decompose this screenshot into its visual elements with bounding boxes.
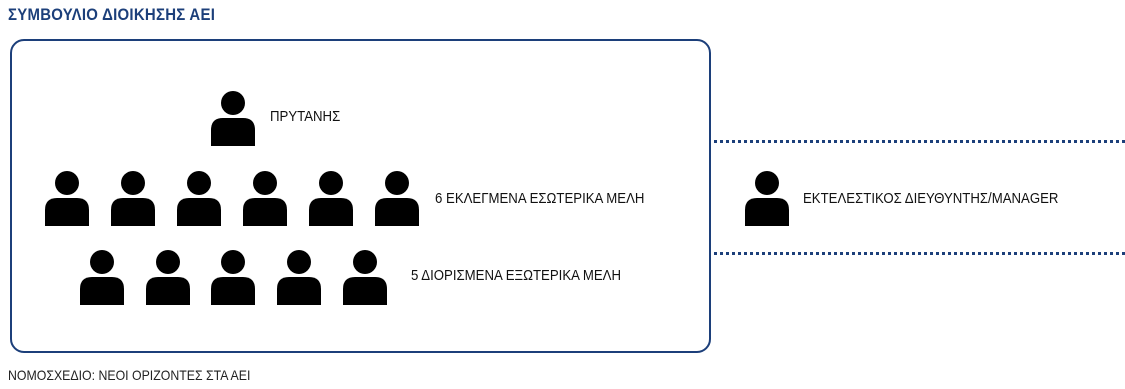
person-icon-external-member: [209, 249, 257, 305]
connector-line-bottom: [714, 252, 1125, 255]
person-icon-internal-member: [373, 170, 421, 226]
person-icon-external-member: [144, 249, 192, 305]
person-icon-rector: [209, 90, 257, 146]
person-icon-external-member: [275, 249, 323, 305]
person-icon-internal-member: [109, 170, 157, 226]
person-icon-internal-member: [43, 170, 91, 226]
person-icon-external-member: [78, 249, 126, 305]
diagram-title: ΣΥΜΒΟΥΛΙΟ ΔΙΟΙΚΗΣΗΣ ΑΕΙ: [8, 5, 216, 24]
board-frame: [10, 39, 711, 353]
source-footer: ΝΟΜΟΣΧΕΔΙΟ: ΝΕΟΙ ΟΡΙΖΟΝΤΕΣ ΣΤΑ ΑΕΙ: [8, 367, 251, 383]
external-members-label: 5 ΔΙΟΡΙΣΜΕΝΑ ΕΞΩΤΕΡΙΚΑ ΜΕΛΗ: [411, 267, 622, 284]
executive-label: ΕΚΤΕΛΕΣΤΙΚΟΣ ΔΙΕΥΘΥΝΤΗΣ/MANAGER: [803, 190, 1059, 207]
person-icon-external-member: [341, 249, 389, 305]
connector-line-top: [714, 140, 1125, 143]
person-icon-internal-member: [307, 170, 355, 226]
person-icon-executive: [743, 170, 791, 226]
person-icon-internal-member: [241, 170, 289, 226]
internal-members-label: 6 ΕΚΛΕΓΜΕΝΑ ΕΣΩΤΕΡΙΚΑ ΜΕΛΗ: [435, 190, 645, 207]
person-icon-internal-member: [175, 170, 223, 226]
rector-label: ΠΡΥΤΑΝΗΣ: [270, 108, 341, 125]
